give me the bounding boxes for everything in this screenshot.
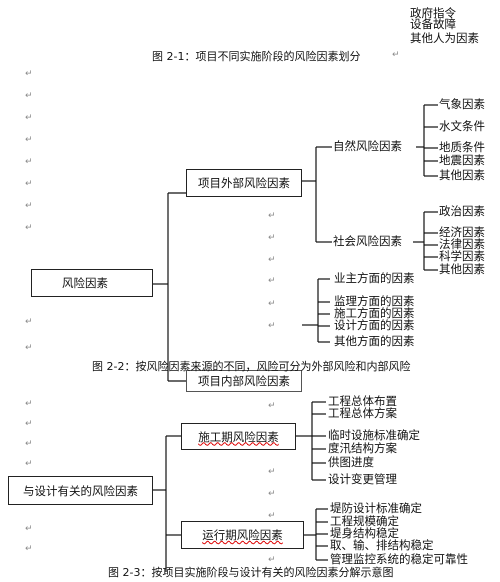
box-label: 风险因素 bbox=[62, 276, 108, 290]
paragraph-mark: ↵ bbox=[25, 544, 33, 554]
internal-item: 施工方面的因素 bbox=[334, 306, 415, 320]
internal-item: 其他方面的因素 bbox=[334, 334, 415, 348]
natural-risk-label: 自然风险因素 bbox=[333, 139, 402, 153]
social-item: 法律因素 bbox=[439, 237, 485, 251]
paragraph-mark: ↵ bbox=[25, 69, 33, 79]
paragraph-mark: ↵ bbox=[268, 467, 276, 477]
natural-item: 地震因素 bbox=[439, 153, 485, 167]
paragraph-mark: ↵ bbox=[25, 223, 33, 233]
paragraph-mark: ↵ bbox=[25, 439, 33, 449]
paragraph-mark: ↵ bbox=[268, 211, 276, 221]
box-label: 与设计有关的风险因素 bbox=[23, 483, 138, 498]
paragraph-mark: ↵ bbox=[392, 50, 400, 60]
paragraph-mark: ↵ bbox=[268, 511, 276, 521]
paragraph-mark: ↵ bbox=[268, 276, 276, 286]
box-label: 项目内部风险因素 bbox=[198, 374, 290, 388]
paragraph-mark: ↵ bbox=[25, 317, 33, 327]
operation-item: 堤身结构稳定 bbox=[330, 526, 399, 540]
construction-item: 供图进度 bbox=[328, 455, 374, 469]
social-risk-label: 社会风险因素 bbox=[333, 234, 402, 248]
construction-item: 临时设施标准确定 bbox=[328, 428, 420, 442]
construction-risk-box: 施工期风险因素 bbox=[181, 423, 296, 450]
construction-item: 工程总体布置 bbox=[328, 394, 397, 408]
figure-caption-2-3: 图 2-3：按项目实施阶段与设计有关的风险因素分解示意图 bbox=[108, 566, 394, 579]
internal-item: 监理方面的因素 bbox=[334, 294, 415, 308]
paragraph-mark: ↵ bbox=[25, 459, 33, 469]
paragraph-mark: ↵ bbox=[268, 255, 276, 265]
paragraph-mark: ↵ bbox=[25, 157, 33, 167]
social-item: 经济因素 bbox=[439, 225, 485, 239]
box-label: 施工期风险因素 bbox=[198, 429, 279, 444]
paragraph-mark: ↵ bbox=[25, 419, 33, 429]
risk-factor-root-box: 风险因素 bbox=[31, 269, 153, 297]
box-label: 项目外部风险因素 bbox=[198, 176, 290, 190]
operation-item: 堤防设计标准确定 bbox=[330, 501, 422, 515]
paragraph-mark: ↵ bbox=[268, 299, 276, 309]
social-item: 政治因素 bbox=[439, 204, 485, 218]
paragraph-mark: ↵ bbox=[25, 179, 33, 189]
natural-item: 气象因素 bbox=[439, 97, 485, 111]
paragraph-mark: ↵ bbox=[25, 343, 33, 353]
paragraph-mark: ↵ bbox=[268, 233, 276, 243]
operation-item: 取、输、排结构稳定 bbox=[330, 538, 434, 552]
social-item: 科学因素 bbox=[439, 249, 485, 263]
paragraph-mark: ↵ bbox=[25, 201, 33, 211]
paragraph-mark: ↵ bbox=[25, 91, 33, 101]
natural-item: 其他因素 bbox=[439, 168, 485, 182]
top-item: 设备故障 bbox=[410, 17, 456, 31]
figure-caption-2-1: 图 2-1：项目不同实施阶段的风险因素划分 bbox=[152, 50, 361, 63]
paragraph-mark: ↵ bbox=[268, 489, 276, 499]
paragraph-mark: ↵ bbox=[268, 401, 276, 411]
internal-risk-box: 项目内部风险因素 bbox=[186, 370, 302, 392]
paragraph-mark: ↵ bbox=[268, 321, 276, 331]
top-item: 其他人为因素 bbox=[410, 31, 479, 45]
natural-item: 地质条件 bbox=[439, 140, 485, 154]
top-item: 政府指令 bbox=[410, 6, 456, 20]
paragraph-mark: ↵ bbox=[25, 135, 33, 145]
internal-item: 设计方面的因素 bbox=[334, 318, 415, 332]
external-risk-box: 项目外部风险因素 bbox=[186, 169, 302, 197]
operation-item: 工程规模确定 bbox=[330, 514, 399, 528]
natural-item: 水文条件 bbox=[439, 119, 485, 133]
paragraph-mark: ↵ bbox=[268, 555, 276, 565]
construction-item: 度汛结构方案 bbox=[328, 441, 397, 455]
box-label: 运行期风险因素 bbox=[202, 528, 283, 542]
construction-item: 设计变更管理 bbox=[328, 472, 397, 486]
internal-item: 业主方面的因素 bbox=[334, 271, 415, 285]
design-risk-root-box: 与设计有关的风险因素 bbox=[8, 476, 153, 505]
construction-item: 工程总体方案 bbox=[328, 406, 397, 420]
paragraph-mark: ↵ bbox=[25, 399, 33, 409]
figure-caption-2-2: 图 2-2：按风险因素来源的不同，风险可分为外部风险和内部风险 bbox=[92, 360, 411, 373]
paragraph-mark: ↵ bbox=[25, 113, 33, 123]
operation-risk-box: 运行期风险因素 bbox=[181, 521, 304, 549]
social-item: 其他因素 bbox=[439, 262, 485, 276]
operation-item: 管理监控系统的稳定可靠性 bbox=[330, 552, 468, 566]
paragraph-mark: ↵ bbox=[25, 524, 33, 534]
